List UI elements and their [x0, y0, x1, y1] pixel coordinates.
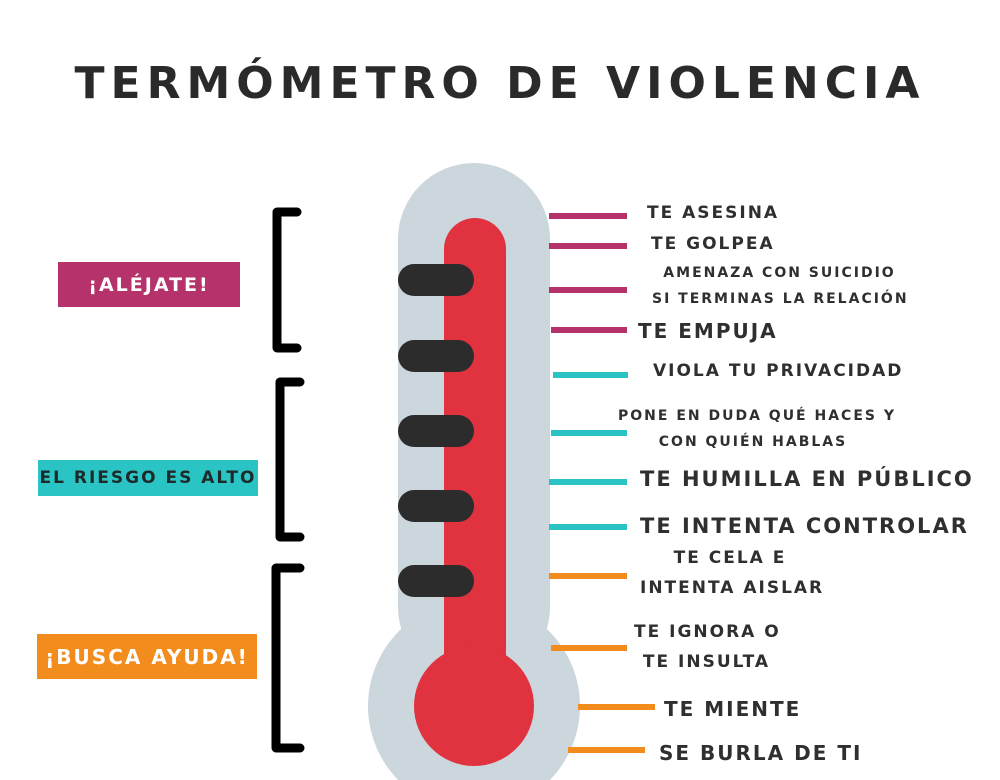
item-label-te-humilla: TE HUMILLA EN PÚBLICO [640, 467, 974, 491]
thermometer-mercury-bulb [414, 646, 534, 766]
zone-badge-label: ¡ALÉJATE! [88, 273, 210, 296]
item-label-te-golpea: TE GOLPEA [651, 234, 775, 254]
level-tick [398, 490, 474, 522]
zone-badge-label: EL RIESGO ES ALTO [39, 468, 257, 488]
zone-badge-busca-ayuda: ¡BUSCA AYUDA! [37, 634, 257, 679]
item-label-te-cela: TE CELA E INTENTA AISLAR [640, 548, 825, 598]
zone-badge-label: ¡BUSCA AYUDA! [45, 644, 249, 669]
bracket-ayuda [271, 563, 305, 753]
level-tick [398, 340, 474, 372]
item-connector-lines [549, 213, 655, 753]
thermometer-level-ticks [398, 264, 474, 597]
zone-brackets [271, 207, 305, 753]
item-label-amenaza-suicidio: AMENAZA CON SUICIDIO SI TERMINAS LA RELA… [652, 265, 909, 307]
bracket-alejate [272, 207, 302, 353]
zone-badge-riesgo-alto: EL RIESGO ES ALTO [38, 460, 258, 496]
item-label-te-miente: TE MIENTE [664, 697, 802, 721]
level-tick [398, 415, 474, 447]
item-label-te-asesina: TE ASESINA [647, 203, 780, 223]
item-label-se-burla: SE BURLA DE TI [659, 741, 863, 765]
item-label-te-ignora: TE IGNORA O TE INSULTA [634, 622, 781, 672]
item-label-te-empuja: TE EMPUJA [638, 319, 778, 343]
level-tick [398, 565, 474, 597]
item-label-te-intenta-controlar: TE INTENTA CONTROLAR [640, 514, 969, 538]
bracket-riesgo [275, 377, 305, 542]
item-label-viola-privacidad: VIOLA TU PRIVACIDAD [653, 361, 904, 381]
page-title: TERMÓMETRO DE VIOLENCIA [74, 58, 926, 109]
item-label-pone-en-duda: PONE EN DUDA QUÉ HACES Y CON QUIÉN HABLA… [618, 408, 896, 450]
level-tick [398, 264, 474, 296]
zone-badge-alejate: ¡ALÉJATE! [58, 262, 240, 307]
